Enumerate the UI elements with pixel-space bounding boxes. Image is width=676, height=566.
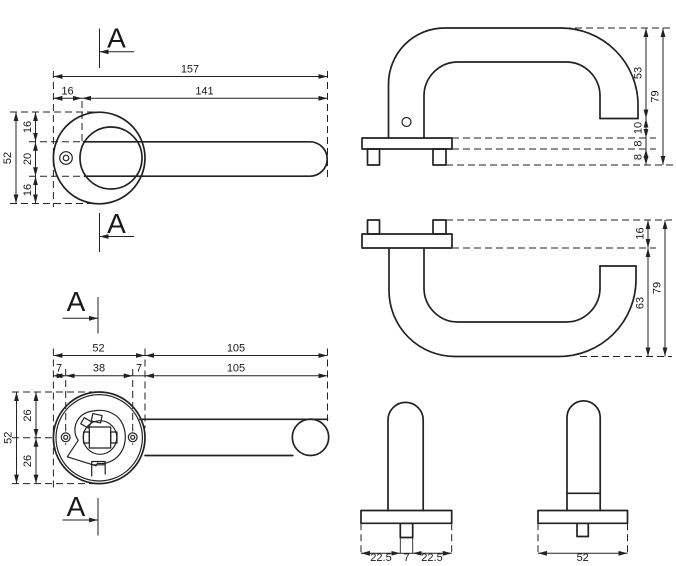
- dim-text: 79: [652, 282, 664, 294]
- section-label: A: [107, 23, 126, 54]
- view-plan-bottom: 16 63 79: [361, 219, 672, 358]
- dim-text: 52: [577, 552, 589, 564]
- spindle-stub: [576, 522, 590, 538]
- rose-plate: [361, 233, 453, 249]
- dim-text: 52: [2, 152, 14, 164]
- dim-text: 7: [403, 552, 409, 564]
- view-end-left: 22.5 7 22.5: [360, 401, 453, 564]
- view-side-elevation: 157 16 141 52 16 20 16 A A: [2, 23, 329, 252]
- rose-inner-ring: [55, 393, 143, 482]
- dim-text: 53: [633, 67, 645, 79]
- screw-hole-center-icon: [130, 434, 136, 440]
- dim-text: 8: [633, 154, 645, 160]
- spring-clip: [91, 460, 106, 477]
- section-label: A: [107, 208, 126, 239]
- view-plan-top: 53 10 8 8 79: [361, 27, 673, 166]
- dim-text: 26: [22, 455, 34, 467]
- dim-text: 16: [635, 227, 647, 239]
- dim-text: 8: [633, 140, 645, 146]
- fixing-pin: [432, 219, 447, 235]
- spring-tab: [90, 412, 103, 424]
- dim-text: 52: [3, 432, 15, 444]
- rose-plate: [361, 137, 453, 150]
- dim-text: 157: [181, 64, 199, 76]
- spindle-side-notch: [82, 431, 90, 444]
- section-marker-bottom: A: [99, 208, 134, 252]
- dim-text: 7: [136, 363, 142, 375]
- dim-text: 63: [635, 297, 647, 309]
- screw-hole-center-icon: [63, 434, 69, 440]
- grub-screw-hole-icon: [401, 116, 412, 128]
- section-marker-bottom: A: [62, 491, 99, 536]
- spindle-stub: [399, 522, 414, 539]
- handle-inner-contour: [423, 247, 601, 323]
- spindle-side-notch: [110, 431, 118, 444]
- dim-text: 16: [22, 121, 34, 133]
- handle-outer-contour: [388, 247, 637, 358]
- lever-grip: [82, 140, 329, 178]
- fixing-pin: [366, 219, 381, 235]
- screw-hole-icon: [59, 151, 73, 165]
- rose-collar: [79, 126, 143, 190]
- dim-text: 141: [195, 85, 213, 97]
- handle-outer-contour: [387, 27, 639, 139]
- dim-text: 16: [22, 184, 34, 196]
- grip-profile: [387, 401, 425, 512]
- view-front-mechanism: 52 105 7 38 7 105 52 26 26 A A: [3, 286, 330, 536]
- dim-text: 105: [227, 342, 245, 354]
- dim-text: 10: [633, 122, 645, 134]
- screw-hole-center-icon: [62, 154, 70, 162]
- screw-hole-icon: [127, 432, 138, 443]
- handle-inner-contour: [423, 61, 601, 139]
- view-end-right: 52: [537, 400, 629, 564]
- rose-plate: [360, 509, 453, 525]
- grip-profile: [566, 400, 602, 512]
- dim-text: 22.5: [421, 552, 442, 564]
- dim-text: 7: [56, 363, 62, 375]
- spring-tab: [80, 417, 93, 429]
- section-marker-top: A: [99, 23, 134, 68]
- dim-text: 38: [93, 363, 105, 375]
- fixing-pin: [432, 148, 447, 166]
- section-label: A: [67, 491, 86, 522]
- dim-text: 26: [22, 409, 34, 421]
- dim-text: 22.5: [370, 552, 391, 564]
- spindle-follower-circle: [82, 420, 118, 455]
- dim-text: 79: [650, 90, 662, 102]
- grip-end-circle: [291, 418, 330, 457]
- fixing-pin: [366, 148, 381, 166]
- rose-plate: [537, 509, 629, 525]
- dim-text: 105: [227, 363, 245, 375]
- spindle-square-hole: [88, 426, 112, 449]
- rose-outline: [52, 111, 146, 205]
- screw-hole-icon: [60, 432, 71, 443]
- dim-text: 52: [92, 342, 104, 354]
- section-marker-top: A: [62, 286, 99, 334]
- section-label: A: [67, 286, 86, 317]
- dim-text: 20: [22, 153, 34, 165]
- dim-text: 16: [61, 85, 73, 97]
